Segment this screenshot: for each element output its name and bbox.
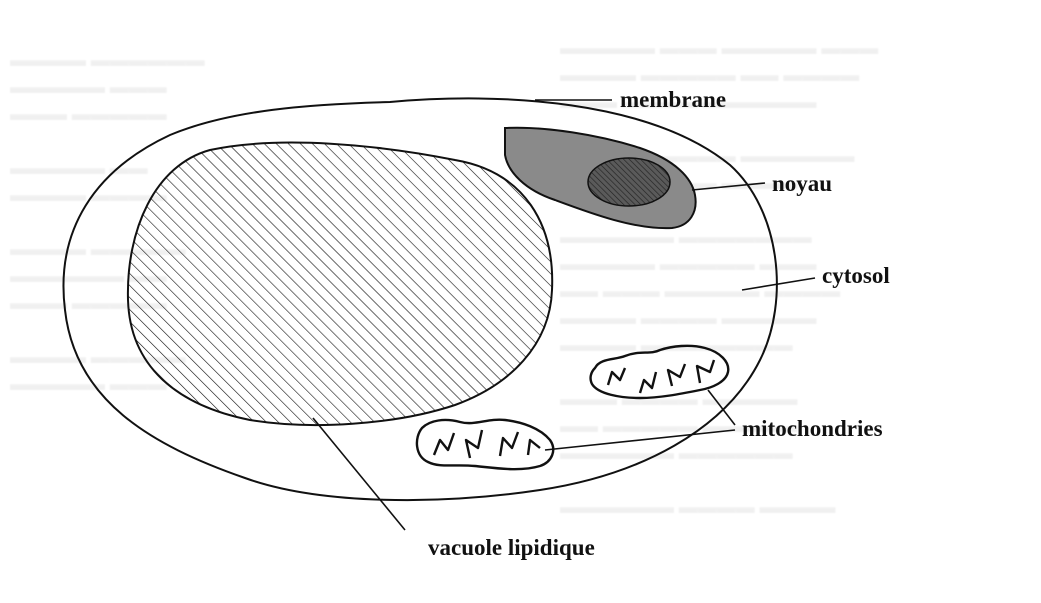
label-membrane: membrane <box>620 88 726 111</box>
label-mitochondries: mitochondries <box>742 417 883 440</box>
leader-mitochondries-left <box>545 430 735 450</box>
leader-cytosol <box>742 278 815 290</box>
mitochondrion-right <box>591 346 729 398</box>
label-noyau: noyau <box>772 172 832 195</box>
leader-noyau <box>692 183 765 190</box>
label-vacuole-lipidique: vacuole lipidique <box>428 536 595 559</box>
vacuole-hatching <box>120 130 560 440</box>
label-cytosol: cytosol <box>822 264 890 287</box>
mitochondrion-left <box>417 420 553 469</box>
leader-vacuole <box>313 418 405 530</box>
